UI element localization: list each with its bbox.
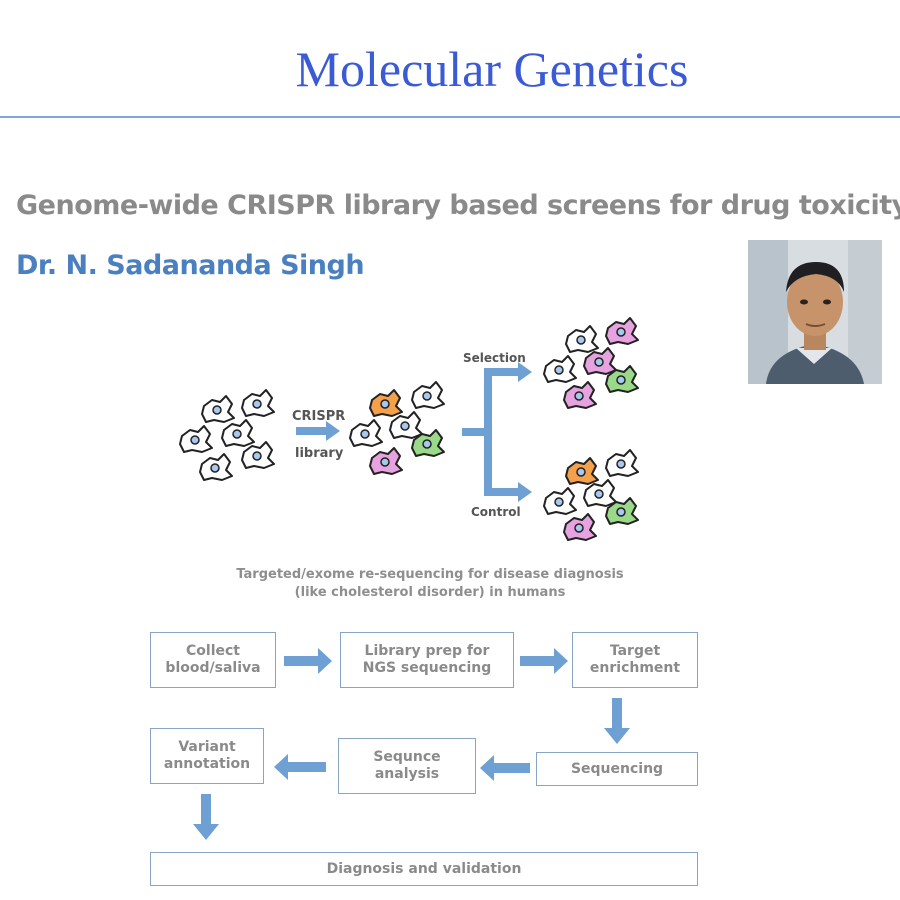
step-collect-line2: blood/saliva bbox=[165, 660, 261, 676]
arrow-target-to-sequencing bbox=[604, 698, 630, 744]
step-sequencing: Sequencing bbox=[536, 752, 698, 786]
step-analysis-line2: analysis bbox=[374, 766, 440, 782]
step-sequencing-label: Sequencing bbox=[570, 760, 664, 777]
control-label: Control bbox=[471, 505, 521, 519]
step-collect-line1: Collect bbox=[186, 643, 240, 659]
slide-title: Molecular Genetics bbox=[295, 41, 689, 97]
workflow-caption-line1: Targeted/exome re-sequencing for disease… bbox=[236, 567, 624, 582]
step-diagnosis-label: Diagnosis and validation bbox=[326, 860, 522, 877]
step-target-line1: Target bbox=[609, 643, 661, 659]
crispr-screen-diagram: CRISPR library Selection Control bbox=[179, 317, 639, 541]
crispr-label: CRISPR bbox=[292, 409, 345, 424]
arrow-sequencing-to-analysis bbox=[480, 755, 530, 781]
arrow-collect-to-libprep bbox=[284, 648, 332, 674]
step-variant-line2: annotation bbox=[163, 756, 251, 772]
slide-subtitle: Genome-wide CRISPR library based screens… bbox=[16, 190, 900, 221]
library-label: library bbox=[295, 446, 344, 461]
arrow-analysis-to-variant bbox=[274, 754, 326, 780]
step-libprep-line1: Library prep for bbox=[364, 643, 490, 659]
author-name: Dr. N. Sadananda Singh bbox=[16, 250, 365, 281]
selection-label: Selection bbox=[463, 351, 526, 365]
step-diagnosis-validation: Diagnosis and validation bbox=[150, 852, 698, 886]
step-analysis-line1: Sequnce bbox=[373, 749, 441, 765]
step-variant-line1: Variant bbox=[178, 739, 236, 755]
step-libprep-line2: NGS sequencing bbox=[362, 660, 492, 676]
step-target-line2: enrichment bbox=[589, 660, 681, 676]
crispr-arrow bbox=[296, 421, 340, 441]
workflow-caption: Targeted/exome re-sequencing for disease… bbox=[150, 566, 710, 602]
workflow-caption-line2: (like cholesterol disorder) in humans bbox=[294, 585, 566, 600]
branch-arrows bbox=[462, 362, 532, 502]
arrow-libprep-to-target bbox=[520, 648, 568, 674]
title-divider bbox=[0, 116, 900, 118]
presenter-photo bbox=[748, 240, 882, 384]
arrow-variant-to-diagnosis bbox=[193, 794, 219, 840]
